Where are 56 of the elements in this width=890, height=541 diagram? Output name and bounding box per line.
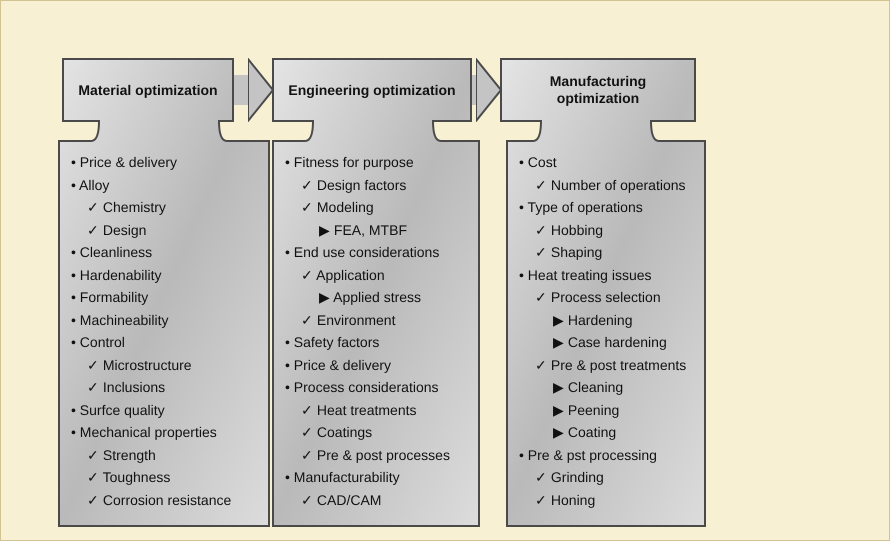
list-item: • End use considerations [285, 243, 440, 261]
list-item: ✓ Pre & post processes [301, 446, 450, 464]
list-item: • Cleanliness [71, 243, 152, 261]
list-item: ✓ CAD/CAM [301, 490, 382, 508]
list-item: • Price & delivery [71, 153, 178, 171]
list-item: ▶ Coating [553, 423, 616, 441]
list-item: ✓ Design [87, 220, 146, 238]
list-item: • Hardenability [71, 266, 162, 284]
process-panel [501, 59, 705, 526]
list-item: ✓ Strength [87, 446, 156, 464]
process-panel [59, 59, 269, 526]
list-item: ▶ Case hardening [553, 333, 667, 351]
arrow [232, 58, 274, 122]
list-item: • Safety factors [285, 333, 380, 351]
list-item: ✓ Hobbing [535, 220, 604, 238]
list-item: • Manufacturability [285, 468, 400, 486]
list-item: • Control [71, 333, 125, 351]
list-item: ✓ Corrosion resistance [87, 490, 232, 508]
panel-heading: Manufacturing optimization [548, 72, 648, 108]
panel-heading: Engineering optimization [287, 80, 457, 100]
list-item: ✓ Honing [535, 490, 596, 508]
list-item: • Formability [71, 288, 148, 306]
list-item: ✓ Chemistry [87, 198, 166, 216]
list-item: ✓ Inclusions [87, 378, 166, 396]
list-item: • Surfce quality [71, 400, 165, 418]
list-item: • Alloy [71, 176, 110, 194]
list-item: • Pre & pst processing [519, 446, 657, 464]
process-panel [273, 59, 479, 526]
list-item: ✓ Shaping [535, 243, 602, 261]
list-item: ✓ Environment [301, 310, 396, 328]
list-item: ✓ Modeling [301, 198, 374, 216]
panel-heading: Material optimization [77, 80, 219, 100]
list-item: • Fitness for purpose [285, 153, 414, 171]
list-item: ✓ Pre & post treatments [535, 356, 686, 374]
list-item: ✓ Microstructure [87, 356, 192, 374]
list-item: ▶ Hardening [553, 310, 632, 328]
list-item: • Heat treating issues [519, 266, 652, 284]
list-item: ✓ Grinding [535, 468, 604, 486]
list-item: • Machineability [71, 310, 169, 328]
list-item: ✓ Number of operations [535, 176, 686, 194]
list-item: ✓ Design factors [301, 176, 406, 194]
arrow [470, 58, 502, 122]
list-item: ✓ Application [301, 266, 385, 284]
list-item: ▶ Applied stress [319, 288, 422, 306]
list-item: • Mechanical properties [71, 423, 217, 441]
list-item: • Type of operations [519, 198, 643, 216]
list-item: ✓ Coatings [301, 423, 372, 441]
list-item: ▶ Cleaning [553, 378, 624, 396]
list-item: ▶ Peening [553, 400, 620, 418]
list-item: ✓ Heat treatments [301, 400, 416, 418]
list-item: • Process considerations [285, 378, 439, 396]
list-item: • Cost [519, 153, 557, 171]
list-item: ✓ Toughness [87, 468, 170, 486]
list-item: ▶ FEA, MTBF [319, 220, 407, 238]
list-item: ✓ Process selection [535, 288, 661, 306]
list-item: • Price & delivery [285, 356, 392, 374]
